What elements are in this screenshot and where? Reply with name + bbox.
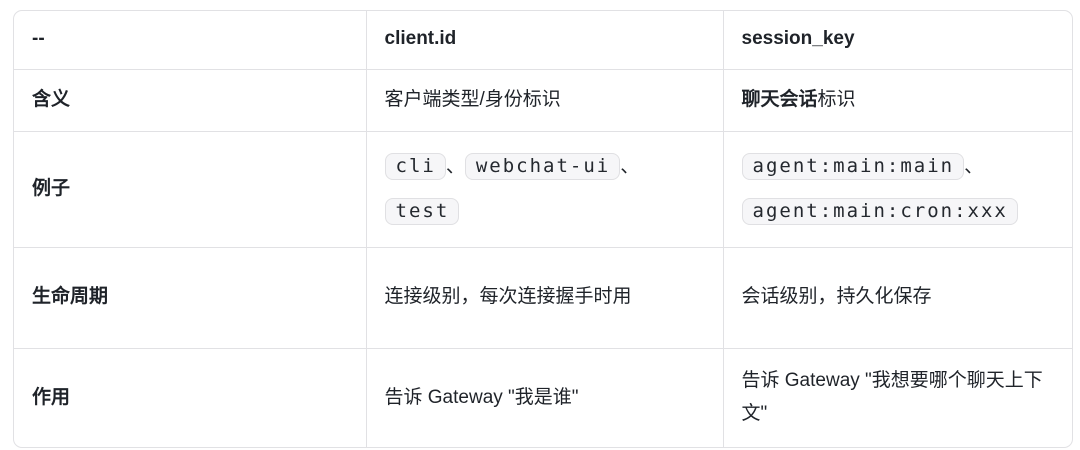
code-chip: agent:main:main	[741, 152, 965, 180]
cell-examples-client-id: cli、webchat-ui、test	[365, 130, 723, 248]
text-span: 连接级别，每次连接握手时用	[384, 286, 632, 308]
code-chip: test	[384, 198, 460, 226]
text-span: 告诉 Gateway "我是谁"	[384, 386, 579, 408]
cell-purpose-client-id: 告诉 Gateway "我是谁"	[365, 347, 723, 448]
cell-purpose-session-key: 告诉 Gateway "我想要哪个聊天上下文"	[722, 347, 1072, 448]
header-cell-client-id: client.id	[365, 11, 723, 69]
table-row-examples: 例子 cli、webchat-ui、test agent:main:main、a…	[14, 130, 1072, 248]
cell-lifecycle-client-id: 连接级别，每次连接握手时用	[365, 246, 723, 349]
row-label-purpose: 作用	[14, 347, 366, 448]
text-span: 标识	[817, 88, 856, 110]
code-chip: cli	[384, 152, 446, 180]
text-span: 、	[620, 155, 640, 177]
cell-meaning-client-id: 客户端类型/身份标识	[365, 68, 723, 131]
header-row: -- client.id session_key	[14, 11, 1072, 69]
cell-meaning-session-key: 聊天会话标识	[722, 68, 1072, 131]
header-cell-blank: --	[32, 28, 45, 50]
row-label-examples: 例子	[14, 130, 366, 248]
row-label-lifecycle: 生命周期	[14, 246, 366, 349]
text-span: 告诉 Gateway "我想要哪个聊天上下文"	[741, 370, 1043, 425]
text-span: 、	[445, 155, 465, 177]
cell-examples-session-key: agent:main:main、 agent:main:cron:xxx	[722, 130, 1072, 248]
text-span: 、	[964, 155, 984, 177]
bold-text: 聊天会话	[741, 88, 818, 110]
table-row-purpose: 作用 告诉 Gateway "我是谁" 告诉 Gateway "我想要哪个聊天上…	[14, 347, 1072, 448]
table-row-meaning: 含义 客户端类型/身份标识 聊天会话标识	[14, 68, 1072, 131]
comparison-table: -- client.id session_key 含义 客户端类型/身份标识 聊…	[14, 11, 1072, 448]
row-label-meaning: 含义	[14, 68, 366, 131]
text-span: 客户端类型/身份标识	[384, 88, 561, 110]
table-row-lifecycle: 生命周期 连接级别，每次连接握手时用 会话级别，持久化保存	[14, 246, 1072, 349]
header-cell-session-key: session_key	[722, 11, 1072, 69]
text-span: 会话级别，持久化保存	[741, 286, 932, 308]
code-chip: webchat-ui	[464, 152, 621, 180]
comparison-table-container: -- client.id session_key 含义 客户端类型/身份标识 聊…	[13, 10, 1073, 449]
cell-lifecycle-session-key: 会话级别，持久化保存	[722, 246, 1072, 349]
code-chip: agent:main:cron:xxx	[741, 198, 1018, 226]
